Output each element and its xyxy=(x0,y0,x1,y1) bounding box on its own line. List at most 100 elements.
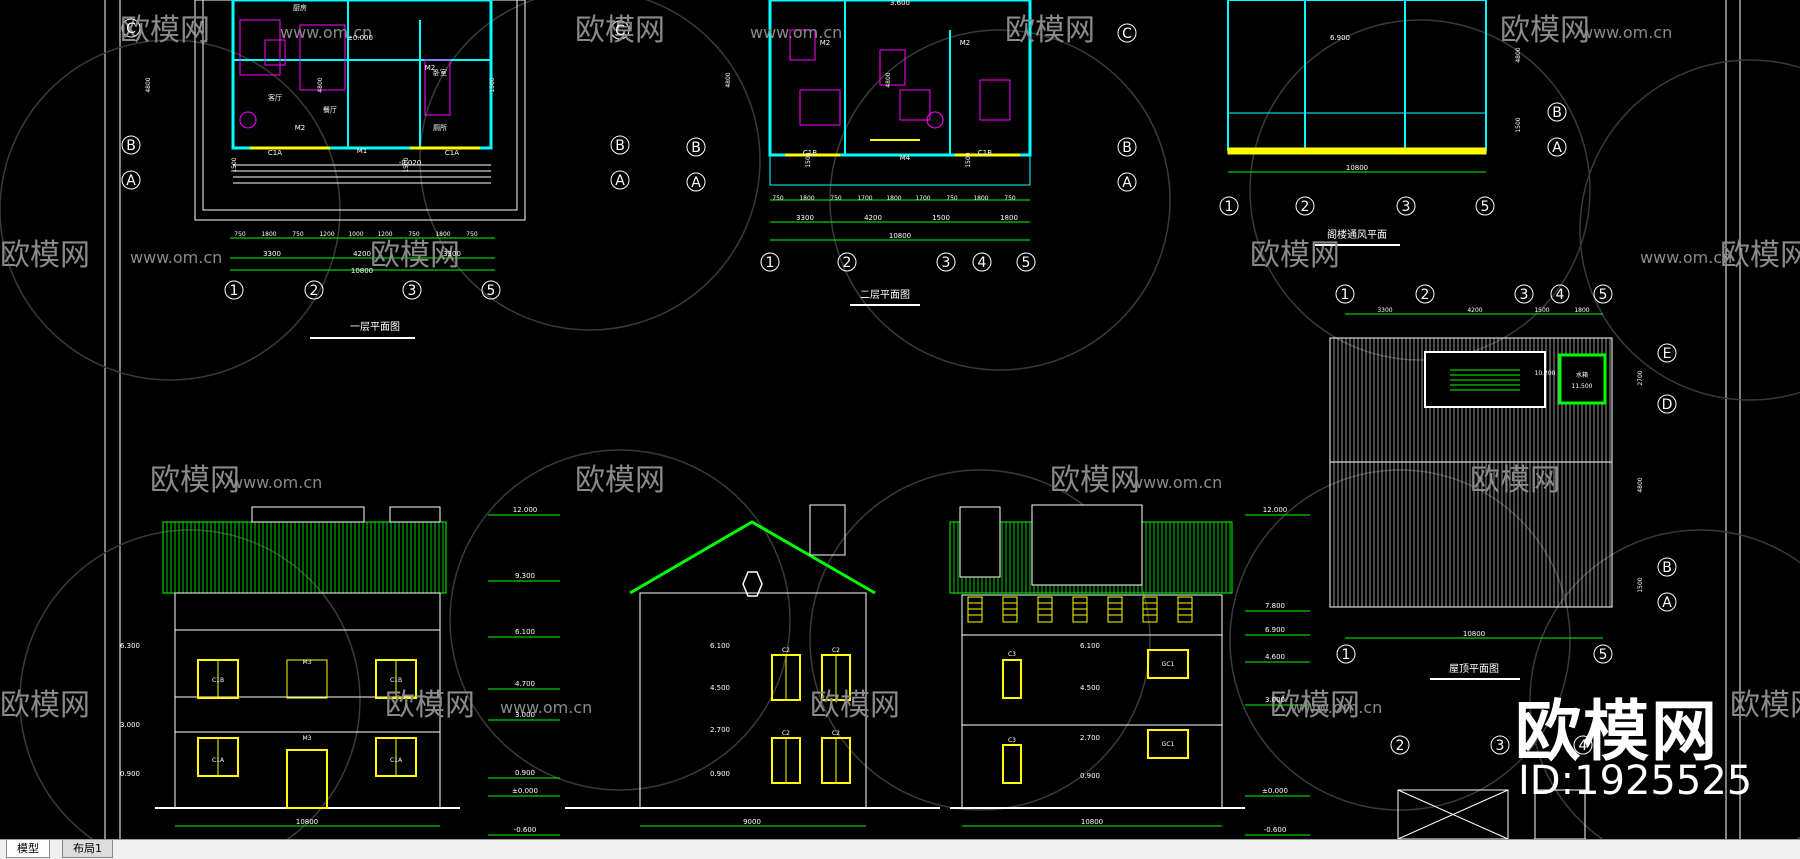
drawing-static-layer xyxy=(0,0,1800,839)
layout-tab-bar: 模型 布局1 xyxy=(0,839,1800,859)
roof-title: 屋顶平面图 xyxy=(1449,663,1499,675)
roof-dim-top: 4200 xyxy=(1467,307,1482,314)
side-roof xyxy=(629,520,876,595)
plan2-dim-side: 1500 xyxy=(805,152,812,167)
plan1-axis-2-circle xyxy=(304,280,324,300)
plan1-outer-frame xyxy=(194,0,526,221)
rear-level-label: 3.000 xyxy=(1265,696,1285,704)
front-level-label: 9.300 xyxy=(515,572,535,580)
plan2-door-label: M2 xyxy=(960,39,971,47)
front-level-label: 3.000 xyxy=(515,711,535,719)
plan1-dim-row2: 3300 xyxy=(263,250,281,258)
watermark-brand-text: 欧模网 xyxy=(150,463,240,498)
plan1-tv xyxy=(264,39,286,66)
front-chimney-2 xyxy=(389,506,441,523)
plan1-axis-1: 1 xyxy=(230,283,239,299)
plan1-dim-row1: 750 xyxy=(408,231,420,238)
roof-dim-top: 1500 xyxy=(1534,307,1549,314)
detail-axis-4: 4 xyxy=(1579,738,1588,754)
watermark-url-text: www.om.cn xyxy=(280,23,372,42)
side-level-label: 4.500 xyxy=(710,684,730,692)
plan1-axis-B-circle xyxy=(121,135,141,155)
side-window-label: C2 xyxy=(832,730,840,737)
plan2-bed-2 xyxy=(799,89,841,126)
plan2-dim-total: 10800 xyxy=(889,232,911,240)
plan1-title: 一层平面图 xyxy=(350,321,400,333)
front-window-label: M3 xyxy=(303,659,312,666)
tab-model[interactable]: 模型 xyxy=(6,840,50,858)
roof-dim-top: 1800 xyxy=(1574,307,1589,314)
attic-axis-2-circle xyxy=(1295,196,1315,216)
rear-window-label: GC1 xyxy=(1162,741,1175,748)
watermark-circle xyxy=(1529,529,1800,839)
attic-axis-2: 2 xyxy=(1301,199,1310,215)
plan1-room-label: 厨房 xyxy=(293,3,307,12)
roof-axis-2: 2 xyxy=(1421,287,1430,303)
roof-axis-B: B xyxy=(1662,560,1672,576)
front-window-label: M3 xyxy=(303,735,312,742)
plan2-dim-side: 4800 xyxy=(725,72,732,87)
side-vent-hexagon xyxy=(742,571,763,597)
rear-tower-left xyxy=(959,506,1001,578)
attic-axis-A: A xyxy=(1552,140,1562,156)
plan1-axis-C-right-circle xyxy=(610,20,630,40)
plan1-axis-2: 2 xyxy=(310,283,319,299)
front-level-label-left: 6.300 xyxy=(120,642,140,650)
watermark-circle xyxy=(1249,19,1591,361)
watermark-brand-text: 欧模网 xyxy=(0,688,90,723)
roof-axis-3: 3 xyxy=(1520,287,1529,303)
watermark-id: ID:1925525 xyxy=(1518,758,1753,804)
attic-vent-strip xyxy=(1227,147,1487,155)
front-door-upper xyxy=(286,659,328,699)
watermark-brand-text: 欧模网 xyxy=(575,463,665,498)
plan1-axis-5: 5 xyxy=(487,283,496,299)
front-window-label: C1A xyxy=(390,757,403,764)
roof-axis-1: 1 xyxy=(1341,287,1350,303)
plan2-dim-row1: 1700 xyxy=(857,195,872,202)
side-level-label: 6.100 xyxy=(710,642,730,650)
roof-dim-top: 3300 xyxy=(1377,307,1392,314)
rear-tower-center xyxy=(1031,504,1143,586)
plan1-axis-B: B xyxy=(126,138,136,154)
front-level-label-left: 0.900 xyxy=(120,770,140,778)
roof-axis-A-circle xyxy=(1657,592,1677,612)
plan2-axis-C-right: C xyxy=(1122,26,1132,42)
plan1-room-label: 厕所 xyxy=(433,123,447,132)
plan2-dim-row2: 4200 xyxy=(864,214,882,222)
plan2-axis-3-circle xyxy=(936,252,956,272)
plan2-axis-5: 5 xyxy=(1022,255,1031,271)
detail-axis-4-circle xyxy=(1573,735,1593,755)
roof-axis-B-circle xyxy=(1657,557,1677,577)
plan1-outer-frame-inner xyxy=(202,0,518,211)
plan2-axis-B-right-circle xyxy=(1117,137,1137,157)
plan2-elevation: 3.600 xyxy=(890,0,910,7)
plan1-dim-total: 10800 xyxy=(351,267,373,275)
plan2-dim-row1: 750 xyxy=(946,195,958,202)
plan2-balcony xyxy=(769,154,1031,186)
tab-layout1[interactable]: 布局1 xyxy=(62,840,113,858)
plan1-dim-side: 1500 xyxy=(231,157,238,172)
watermark-brand-text: 欧模网 xyxy=(0,238,90,273)
plan1-walls xyxy=(231,0,493,150)
drawing-text-layer: 欧模网欧模网欧模网欧模网欧模网欧模网欧模网欧模网欧模网欧模网欧模网欧模网欧模网欧… xyxy=(0,0,1800,834)
plan2-table xyxy=(899,89,931,121)
roof-dim-total: 10800 xyxy=(1463,630,1485,638)
plan2-door-label: M4 xyxy=(900,154,911,162)
front-level-label: ±0.000 xyxy=(512,787,538,795)
plan1-axis-A: A xyxy=(126,173,136,189)
roof-water-tank xyxy=(1558,353,1607,405)
cad-drawing-canvas[interactable]: 欧模网欧模网欧模网欧模网欧模网欧模网欧模网欧模网欧模网欧模网欧模网欧模网欧模网欧… xyxy=(0,0,1800,839)
plan1-dim-row1: 1200 xyxy=(377,231,392,238)
plan2-dim-row1: 1800 xyxy=(886,195,901,202)
watermark-brand-text: 欧模网 xyxy=(1720,238,1800,273)
watermark-brand-text: 欧模网 xyxy=(810,688,900,723)
plan2-dim-row1: 750 xyxy=(772,195,784,202)
plan1-dim-row1: 1200 xyxy=(319,231,334,238)
side-window-label: C2 xyxy=(832,647,840,654)
plan1-dim-side: 4800 xyxy=(145,77,152,92)
watermark-url-text: www.om.cn xyxy=(1640,248,1732,267)
roof-axis-A: A xyxy=(1662,595,1672,611)
attic-title: 阁楼通风平面 xyxy=(1327,228,1387,241)
rear-window-label: C3 xyxy=(1008,737,1016,744)
watermark-circle xyxy=(809,469,1151,811)
